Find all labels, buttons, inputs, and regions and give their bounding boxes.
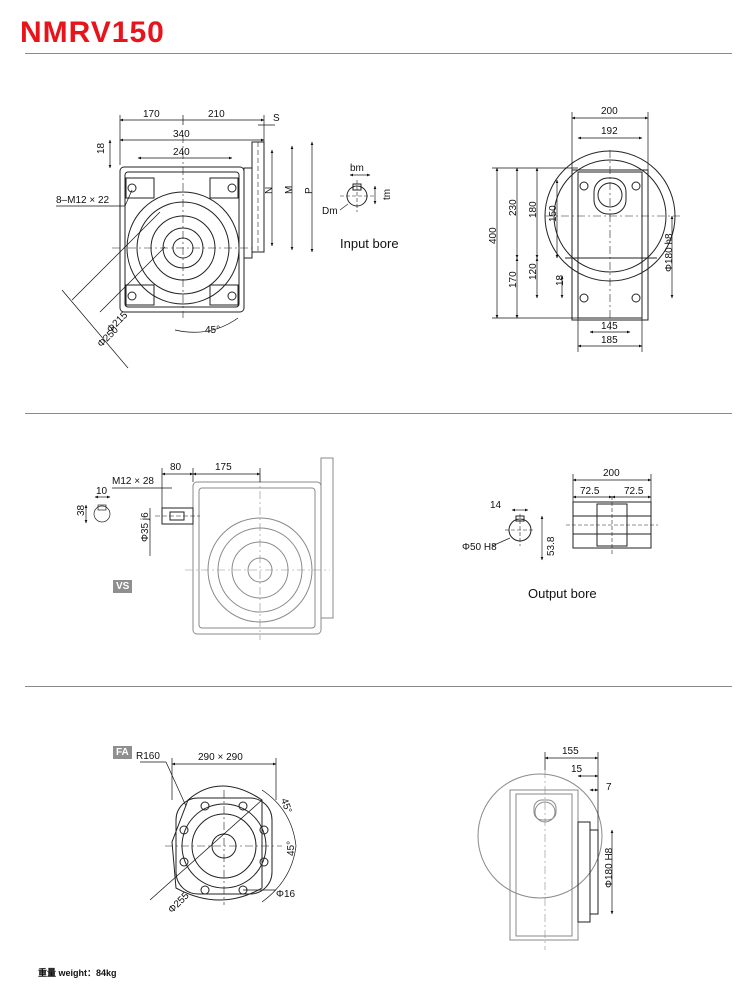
dimension-label: R160 bbox=[136, 751, 160, 762]
dimension-label: Φ50 H8 bbox=[462, 542, 497, 553]
dimension-label: Φ35 j6 bbox=[140, 512, 151, 542]
dimension-label: bm bbox=[350, 163, 364, 174]
dimension-label: 53.8 bbox=[546, 536, 557, 556]
dimension-label: 14 bbox=[490, 500, 502, 511]
dimension-label: M bbox=[284, 186, 295, 194]
output-bore-labels: 14 Φ50 H8 53.8 200 72.5 72.5 bbox=[462, 468, 644, 556]
fa-labels: 290 × 290 R160 45° 45° Φ255 Φ16 bbox=[136, 751, 297, 916]
dimension-label: 18 bbox=[96, 142, 107, 154]
front-view-labels: 170 210 340 240 18 S N M P 8–M12 × 22 Φ2… bbox=[56, 109, 315, 350]
output-bore-dimensions bbox=[572, 474, 652, 502]
dimension-label: 200 bbox=[601, 106, 618, 117]
output-bore-label: Output bore bbox=[528, 586, 597, 601]
dimension-label: 155 bbox=[562, 746, 579, 757]
output-bore-drawing bbox=[491, 496, 658, 561]
dimension-label: P bbox=[304, 187, 315, 194]
page-title: NMRV150 bbox=[20, 16, 165, 49]
dimension-label: 240 bbox=[173, 147, 190, 158]
input-bore-labels: bm tm Dm bbox=[322, 163, 393, 217]
dimension-label: 10 bbox=[96, 486, 108, 497]
dimension-label: S bbox=[273, 113, 280, 124]
fa-view-drawing bbox=[165, 785, 282, 905]
vs-dimensions bbox=[84, 468, 261, 556]
dimension-label: 150 bbox=[548, 205, 559, 222]
dimension-label: 180 bbox=[528, 201, 539, 218]
dimension-label: 120 bbox=[528, 263, 539, 280]
dimension-label: Dm bbox=[322, 206, 338, 217]
dimension-label: 192 bbox=[601, 126, 618, 137]
section-divider-2 bbox=[25, 686, 732, 687]
front-view-drawing bbox=[112, 135, 265, 318]
dimension-label: N bbox=[264, 187, 275, 194]
dimension-label: 400 bbox=[488, 227, 499, 244]
dimension-label: 170 bbox=[508, 271, 519, 288]
dimension-label: 185 bbox=[601, 335, 618, 346]
dimension-label: Φ16 bbox=[276, 889, 296, 900]
dimension-label: Φ180 H8 bbox=[604, 847, 615, 888]
side-view-drawing bbox=[544, 150, 680, 330]
dimension-label: 72.5 bbox=[580, 486, 600, 497]
dimension-label: 290 × 290 bbox=[198, 752, 243, 763]
side-view-dimensions bbox=[492, 112, 674, 352]
fa-dimensions bbox=[140, 758, 297, 903]
dimension-label: 45° bbox=[205, 325, 220, 336]
fa-side-labels: 155 15 7 Φ180 H8 bbox=[562, 746, 615, 888]
dimension-label: 145 bbox=[601, 321, 618, 332]
front-view-dimensions bbox=[56, 115, 314, 369]
fa-badge: FA bbox=[113, 746, 132, 759]
title-divider bbox=[25, 53, 732, 54]
dimension-label: 18 bbox=[555, 274, 566, 286]
dimension-label: 230 bbox=[508, 199, 519, 216]
fa-side-dimensions bbox=[544, 752, 614, 915]
fa-side-flange bbox=[577, 821, 599, 923]
section-divider-1 bbox=[25, 413, 732, 414]
vs-view-drawing bbox=[185, 457, 334, 640]
dimension-label: 15 bbox=[571, 764, 583, 775]
dimension-label: 80 bbox=[170, 462, 182, 473]
weight-label: 重量 weight：84kg bbox=[38, 968, 117, 978]
dimension-label: 340 bbox=[173, 129, 190, 140]
dimension-label: 8–M12 × 22 bbox=[56, 195, 110, 206]
dimension-label: 72.5 bbox=[624, 486, 644, 497]
dimension-label: tm bbox=[382, 189, 393, 200]
dimension-label: 170 bbox=[143, 109, 160, 120]
dimension-label: 200 bbox=[603, 468, 620, 479]
dimension-label: 175 bbox=[215, 462, 232, 473]
dimension-label: 45° bbox=[286, 841, 297, 856]
vs-shaft bbox=[155, 507, 200, 525]
vs-labels: M12 × 28 80 175 10 38 Φ35 j6 bbox=[76, 462, 232, 542]
dimension-label: 38 bbox=[76, 504, 87, 516]
input-bore-label: Input bore bbox=[340, 236, 399, 251]
side-view-labels: 200 192 400 230 180 150 120 170 18 Φ180 … bbox=[488, 106, 675, 346]
dimension-label: M12 × 28 bbox=[112, 476, 154, 487]
fa-side-view-drawing bbox=[477, 770, 603, 950]
dimension-label: 7 bbox=[606, 782, 612, 793]
vs-badge: VS bbox=[113, 580, 133, 593]
input-bore-drawing bbox=[339, 173, 377, 212]
dimension-label: Φ180 h8 bbox=[664, 233, 675, 272]
dimension-label: 45° bbox=[278, 797, 294, 815]
dimension-label: 210 bbox=[208, 109, 225, 120]
